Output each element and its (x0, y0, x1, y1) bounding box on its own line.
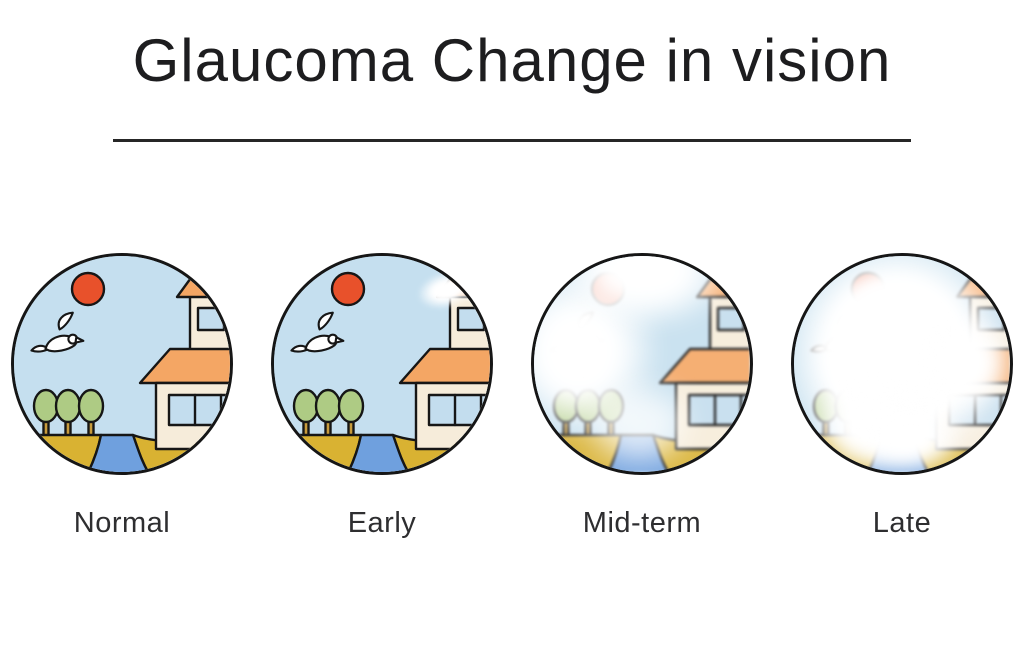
title-underline (113, 139, 911, 142)
fog-patch (856, 398, 966, 472)
stage-normal-circle (11, 253, 233, 475)
page-title: Glaucoma Change in vision (132, 27, 892, 94)
stage-label: Normal (73, 507, 171, 539)
fog-patch (454, 274, 490, 304)
fog-patch (574, 374, 704, 472)
stage-label: Early (347, 507, 417, 539)
vision-stages-row: Normal Early Mid-term Late (11, 253, 1013, 540)
stage-mid-term: Mid-term (531, 253, 753, 540)
stage-early-circle (271, 253, 493, 475)
stage-late: Late (791, 253, 1013, 540)
stage-label: Late (872, 507, 932, 539)
stage-normal: Normal (11, 253, 233, 540)
stage-late-circle (791, 253, 1013, 475)
stage-mid-term-circle (531, 253, 753, 475)
vision-scene (14, 256, 230, 472)
stage-label: Mid-term (582, 507, 702, 539)
stage-early: Early (271, 253, 493, 540)
